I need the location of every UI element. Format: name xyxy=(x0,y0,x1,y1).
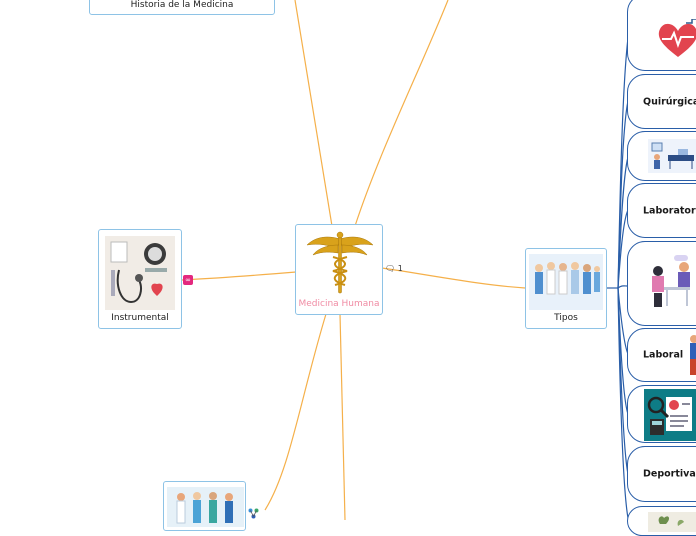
tipo-label-deportiva: Deportiva xyxy=(643,468,696,480)
comment-badge[interactable]: 🗨 1 xyxy=(385,264,403,273)
tipo-item-consultation[interactable] xyxy=(627,241,696,326)
hospital-bed-image xyxy=(648,139,696,173)
link-icon[interactable]: ∞ xyxy=(183,275,193,285)
history-node[interactable]: Historia de la Medicina xyxy=(89,0,275,15)
network-icon[interactable] xyxy=(248,504,259,519)
caduceus-icon xyxy=(306,231,374,294)
tipo-item-report[interactable] xyxy=(627,385,696,443)
central-label: Medicina Humana xyxy=(298,299,380,309)
comment-count: 1 xyxy=(397,264,403,273)
central-node[interactable]: Medicina Humana xyxy=(295,224,383,315)
medical-tools-image xyxy=(105,236,175,310)
connector-history xyxy=(294,0,333,227)
tree-branch-9 xyxy=(617,287,629,519)
instrumental-node[interactable]: Instrumental xyxy=(98,229,182,329)
bottom-left-node[interactable] xyxy=(163,481,246,531)
tipo-label-quirurgica: Quirúrgica xyxy=(643,96,696,107)
plant-image xyxy=(648,512,696,532)
tipo-item-hospital-bed[interactable] xyxy=(627,131,696,181)
medical-staff-image xyxy=(167,487,244,527)
tipo-item-laboral[interactable]: Laboral xyxy=(627,328,696,382)
connector-top-right xyxy=(354,0,449,227)
comment-icon: 🗨 xyxy=(385,264,396,273)
connector-tipos xyxy=(381,267,526,289)
tipo-item-laboratorio[interactable]: Laboratorio xyxy=(627,183,696,238)
instrumental-label: Instrumental xyxy=(111,313,169,323)
tipos-label: Tipos xyxy=(554,313,578,323)
heart-pulse-icon xyxy=(658,19,696,57)
tipo-item-heart[interactable] xyxy=(627,0,696,71)
medical-report-image xyxy=(644,389,696,441)
tipo-item-plant[interactable] xyxy=(627,506,696,536)
connector-instrumental xyxy=(181,271,297,281)
worker-image xyxy=(690,335,696,375)
connector-bottom-left xyxy=(264,313,327,511)
connector-lines xyxy=(181,0,629,520)
history-label: Historia de la Medicina xyxy=(130,0,234,10)
tipo-label-laboratorio: Laboratorio xyxy=(643,205,696,216)
consultation-image xyxy=(644,251,696,317)
tipo-label-laboral: Laboral xyxy=(643,349,684,361)
connector-bottom xyxy=(339,313,346,520)
tipos-node[interactable]: Tipos xyxy=(525,248,607,329)
tree-branch-4 xyxy=(617,209,629,289)
tipo-item-deportiva[interactable]: Deportiva xyxy=(627,446,696,502)
tipo-item-quirurgica[interactable]: Quirúrgica xyxy=(627,74,696,129)
doctors-group-image xyxy=(529,254,603,310)
